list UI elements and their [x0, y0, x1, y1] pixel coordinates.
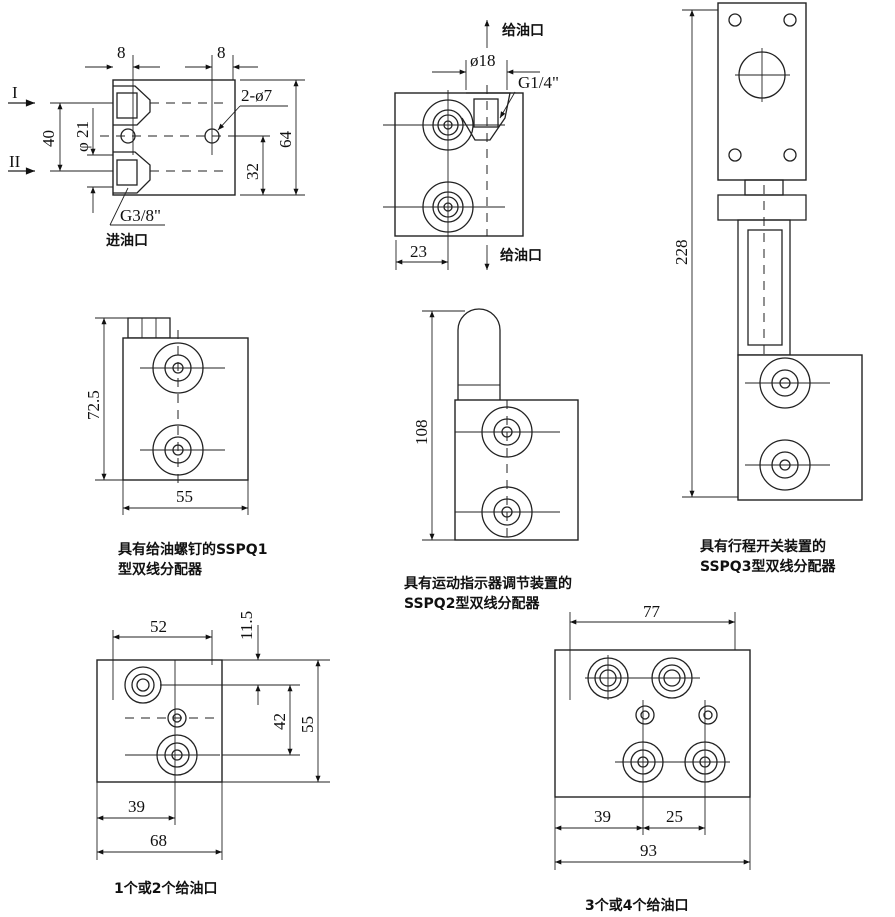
dim-72-5: 72.5	[84, 390, 103, 420]
sspq3-view: 228 具有行程开关装置的 SSPQ3型双线分配器	[672, 2, 863, 575]
dim-77: 77	[643, 602, 661, 621]
sspq3-caption-line1: 具有行程开关装置的	[699, 538, 826, 555]
dim-108: 108	[412, 420, 431, 446]
port-ii-label: II	[9, 152, 21, 171]
dim-8-left: 8	[117, 43, 126, 62]
inlet-thread-label: G3/8"	[120, 206, 161, 225]
dim-8-right: 8	[217, 43, 226, 62]
dim-93: 93	[640, 841, 657, 860]
outlet-thread-label: G1/4"	[518, 73, 559, 92]
dim-phi18: ø18	[470, 51, 496, 70]
dim-55: 55	[298, 716, 317, 733]
inlet-label: 进油口	[106, 232, 148, 249]
inlet-fitting-ii	[113, 151, 151, 194]
outlet-side-view: 给油口 ø18 G1/4" 23 给油口	[383, 20, 559, 270]
dim-phi21: φ 21	[73, 121, 92, 152]
three-or-four-caption: 3个或4个给油口	[585, 897, 688, 914]
one-or-two-outlets-view: 52 11.5 42 55 39 68 1个或2个给油口	[96, 611, 330, 897]
dim-68: 68	[150, 831, 167, 850]
sspq1-caption-line1: 具有给油螺钉的SSPQ1	[117, 541, 267, 558]
port-i-label: I	[12, 83, 18, 102]
sspq3-caption-line2: SSPQ3型双线分配器	[700, 558, 836, 575]
sspq2-view: 108 具有运动指示器调节装置的 SSPQ2型双线分配器	[403, 308, 579, 612]
dim-42: 42	[270, 713, 289, 730]
sspq1-caption-line2: 型双线分配器	[118, 561, 203, 578]
dim-32: 32	[243, 163, 262, 180]
dim-39: 39	[594, 807, 611, 826]
dim-228: 228	[672, 240, 691, 266]
three-or-four-outlets-view: 77 39 25 93 3个或4个给油口	[554, 602, 751, 914]
dim-39: 39	[128, 797, 145, 816]
sspq1-view: 72.5 55 具有给油螺钉的SSPQ1 型双线分配器	[84, 317, 267, 578]
dim-11-5: 11.5	[237, 611, 256, 640]
dim-23: 23	[410, 242, 427, 261]
outlet-top-label: 给油口	[502, 22, 544, 39]
dim-holes: 2-ø7	[241, 86, 273, 105]
outlet-bottom-label: 给油口	[500, 247, 542, 264]
one-or-two-caption: 1个或2个给油口	[114, 880, 217, 897]
dim-52: 52	[150, 617, 167, 636]
dim-25: 25	[666, 807, 683, 826]
dim-55: 55	[176, 487, 193, 506]
dim-40: 40	[39, 130, 58, 147]
dim-64: 64	[276, 131, 295, 149]
inlet-side-view: 8 8 I II 40 φ 21 2-ø7 64 32 G3/8" 进油口	[8, 43, 305, 249]
sspq2-caption-line1: 具有运动指示器调节装置的	[403, 575, 572, 592]
sspq2-caption-line2: SSPQ2型双线分配器	[404, 595, 540, 612]
